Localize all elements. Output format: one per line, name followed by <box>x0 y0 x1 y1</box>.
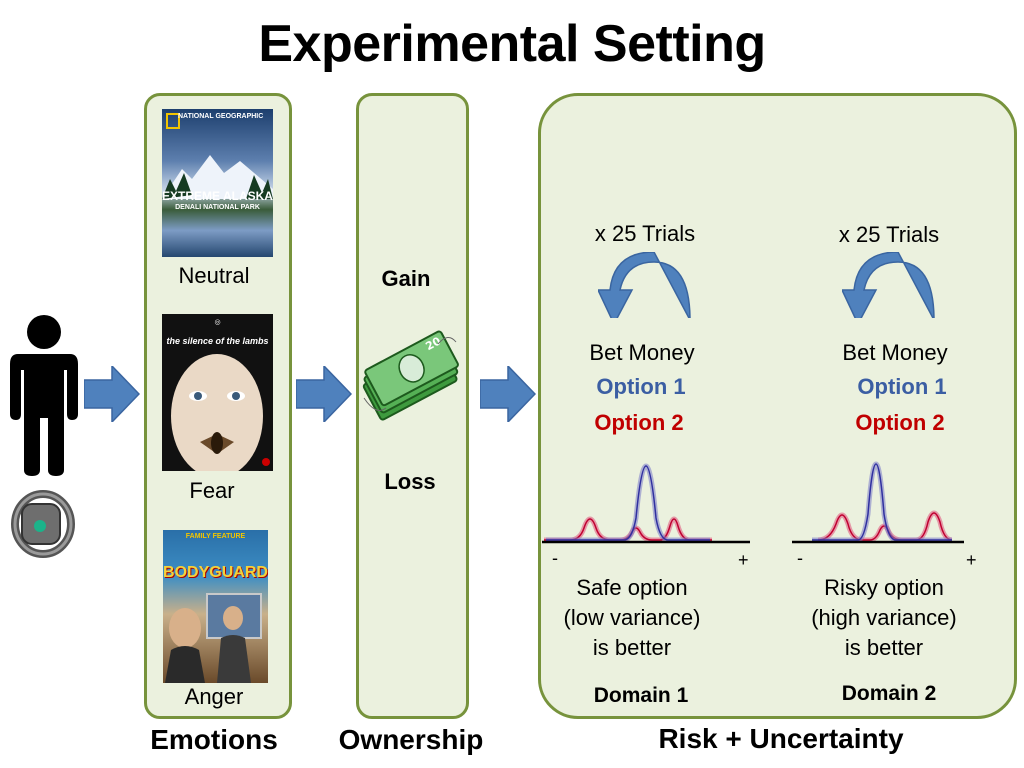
domain2-axis-minus: - <box>797 548 803 568</box>
domain2-desc-line2: (high variance) <box>811 605 957 630</box>
domain2-axis-plus: + <box>966 550 977 570</box>
domain1-distribution-plot <box>542 463 750 544</box>
money-bills-icon: 20 <box>362 330 459 421</box>
domain1-repeat-arrow-icon <box>598 252 691 318</box>
anger-movie-poster: FAMILY FEATURE BODYGUARD <box>163 530 268 683</box>
risk-panel <box>538 93 1017 719</box>
flow-arrow-1 <box>84 366 140 422</box>
flow-arrow-2 <box>296 366 352 422</box>
domain1-option2: Option 2 <box>594 410 684 435</box>
flow-arrow-3 <box>480 366 536 422</box>
poster-title: EXTREME ALASKA <box>162 189 273 203</box>
domain1-bet-label: Bet Money <box>589 340 695 365</box>
page-title: Experimental Setting <box>258 15 766 73</box>
poster-brand: FAMILY FEATURE <box>185 533 246 540</box>
domain2-desc-line1: Risky option <box>824 575 944 600</box>
column-title-ownership: Ownership <box>338 724 484 755</box>
domain1-axis-minus: - <box>552 548 558 568</box>
poster-brand: NATIONAL GEOGRAPHIC <box>178 113 264 120</box>
domain2-option2: Option 2 <box>855 410 945 435</box>
domain2-option1: Option 1 <box>857 374 947 399</box>
domain1-desc-line2: (low variance) <box>563 605 701 630</box>
domain2-name: Domain 2 <box>841 682 937 705</box>
svg-text:20: 20 <box>423 334 443 353</box>
fear-movie-poster: ◎ the silence of the lambs <box>162 314 273 471</box>
column-title-risk: Risk + Uncertainty <box>658 723 904 754</box>
ownership-gain-label: Gain <box>381 266 431 291</box>
domain1-desc-line3: is better <box>592 635 672 660</box>
domain2-description: Risky option (high variance) is better <box>796 573 972 663</box>
emotion-label-anger: Anger <box>184 684 244 709</box>
poster-title: BODYGUARD <box>163 564 268 581</box>
poster-title: the silence of the lambs <box>166 336 269 346</box>
column-title-emotions: Emotions <box>150 724 278 755</box>
domain2-distribution-plot <box>792 461 964 544</box>
domain1-axis-plus: + <box>738 550 749 570</box>
poster-subtitle: DENALI NATIONAL PARK <box>175 204 260 211</box>
domain2-bet-label: Bet Money <box>842 340 948 365</box>
domain1-desc-line1: Safe option <box>576 575 688 600</box>
neutral-movie-poster: NATIONAL GEOGRAPHIC EXTREME ALASKA DENAL… <box>162 109 273 257</box>
domain2-desc-line3: is better <box>844 635 924 660</box>
domain1-name: Domain 1 <box>593 684 689 707</box>
domain2-repeat-arrow-icon <box>842 252 935 318</box>
domain2-trials-label: x 25 Trials <box>838 222 940 247</box>
domain1-trials-label: x 25 Trials <box>594 221 696 246</box>
domain1-option1: Option 1 <box>596 374 686 399</box>
domain1-description: Safe option (low variance) is better <box>552 573 712 663</box>
emotion-label-neutral: Neutral <box>178 263 250 288</box>
emotion-label-fear: Fear <box>189 478 235 503</box>
ownership-loss-label: Loss <box>384 469 436 494</box>
person-icon <box>10 315 78 476</box>
wristband-sensor-icon <box>11 490 75 558</box>
